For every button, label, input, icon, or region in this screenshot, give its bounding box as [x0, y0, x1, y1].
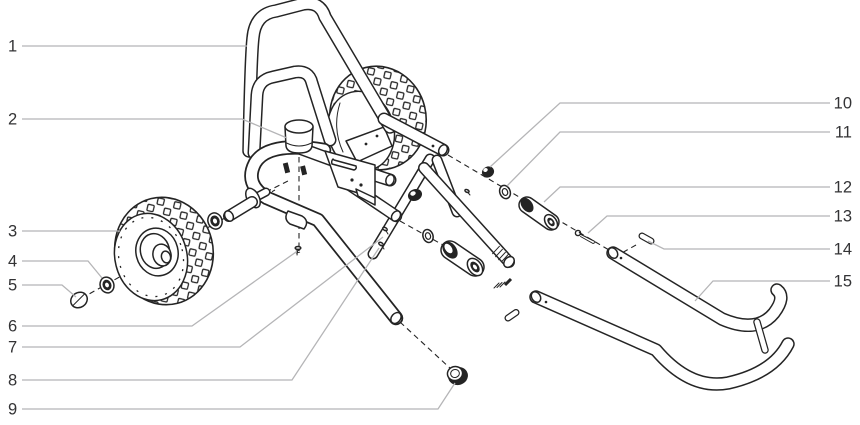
- spacer: [518, 196, 560, 231]
- callout-14: 14: [834, 241, 852, 259]
- callout-8: 8: [8, 372, 17, 390]
- leader-line-8: [22, 247, 380, 381]
- small-pin: [504, 309, 520, 322]
- callout-10: 10: [834, 95, 852, 113]
- callout-6: 6: [8, 318, 17, 336]
- leader-line-14: [647, 240, 830, 250]
- callout-3: 3: [8, 223, 17, 241]
- callout-15: 15: [834, 273, 852, 291]
- callout-12: 12: [834, 179, 852, 197]
- leader-line-11: [506, 131, 830, 187]
- leader-line-7: [22, 236, 384, 348]
- callout-13: 13: [834, 208, 852, 226]
- loose-fasteners: [422, 228, 520, 386]
- push-nut: [481, 166, 495, 178]
- cotter-pin: [574, 229, 596, 244]
- mount-bracket: [324, 150, 376, 206]
- callout-5: 5: [8, 277, 17, 295]
- callout-4: 4: [8, 253, 17, 271]
- washer-11: [498, 184, 512, 200]
- screw-large: [493, 277, 513, 289]
- leg-stand: [529, 246, 795, 391]
- handle-assembly: [242, 0, 397, 160]
- axle-washer: [207, 212, 223, 230]
- leader-line-6: [22, 251, 297, 327]
- end-cap-9: [446, 365, 468, 386]
- grip-cap: [284, 119, 314, 154]
- leader-line-10: [489, 102, 830, 168]
- pin: [638, 232, 655, 245]
- wheel-bracket: [345, 126, 393, 163]
- leader-line-2: [22, 118, 288, 139]
- sleeve-grip: [440, 240, 485, 277]
- callout-11: 11: [835, 124, 852, 142]
- leader-line-15: [694, 280, 830, 302]
- callout-7: 7: [8, 339, 17, 357]
- front-wheel-assembly: [70, 187, 271, 309]
- leader-line-12: [543, 186, 830, 203]
- callout-1: 1: [8, 38, 17, 56]
- leader-line-13: [587, 215, 830, 234]
- leader-line-4: [22, 260, 103, 279]
- leader-line-5: [22, 284, 77, 298]
- callout-2: 2: [8, 111, 17, 129]
- screw-7: [382, 226, 389, 235]
- leader-line-9: [22, 382, 456, 410]
- ring-washer: [422, 228, 434, 244]
- screw-8: [378, 241, 385, 250]
- hub-washer: [99, 276, 115, 294]
- wheel: [113, 196, 215, 306]
- small-screw: [464, 188, 471, 196]
- axle-hardware-chain: [481, 166, 655, 245]
- screw-6: [294, 245, 302, 256]
- callout-9: 9: [8, 401, 17, 419]
